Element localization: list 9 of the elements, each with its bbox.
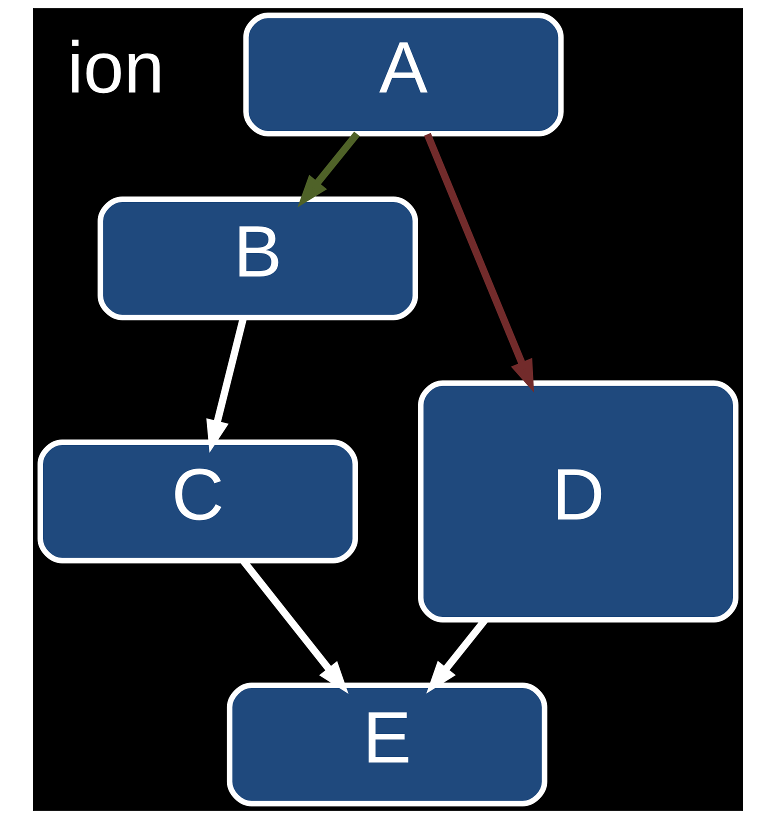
node-box: D xyxy=(418,380,738,622)
node-box: C xyxy=(37,440,358,564)
node-box: B xyxy=(97,196,418,320)
arrow xyxy=(424,132,534,393)
arrow xyxy=(206,317,246,453)
label: ion xyxy=(66,28,164,109)
node-box: A xyxy=(242,12,564,136)
arrow xyxy=(296,132,360,208)
node-box: E xyxy=(226,682,547,806)
